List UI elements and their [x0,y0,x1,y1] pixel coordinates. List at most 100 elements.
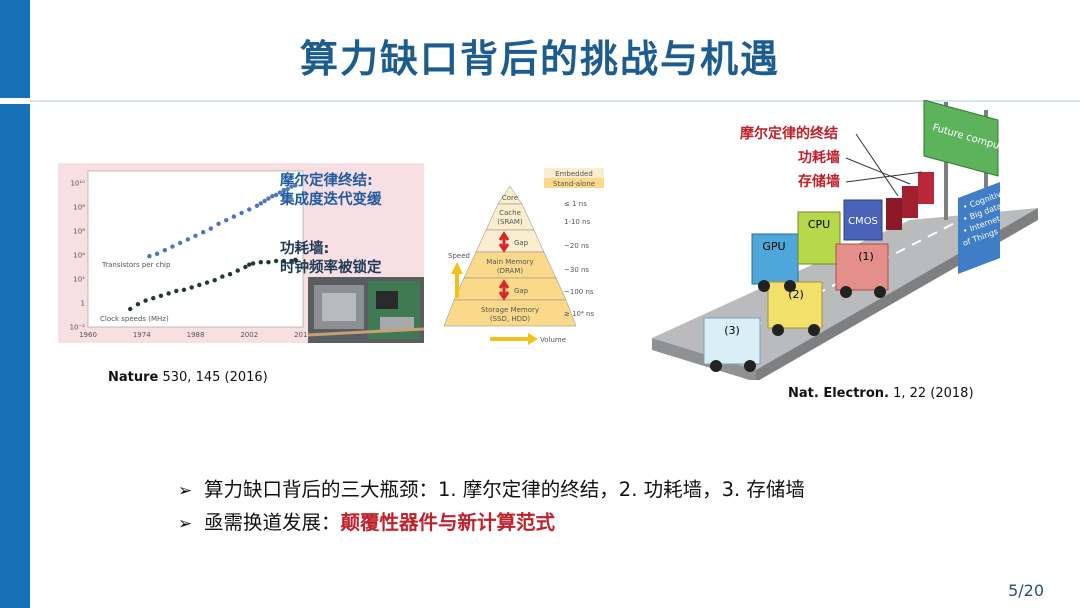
x-tick-label: 2016 [294,331,312,339]
transistor-point [154,251,160,256]
transistor-point [177,240,183,246]
future-computing-sign [923,99,999,177]
bullet-item-2: ➢亟需换道发展：颠覆性器件与新计算范式 [178,507,805,540]
clock-point [247,262,252,267]
left-caption: Nature 530, 145 (2016) [108,370,268,385]
label-power-wall: 功耗墙 [798,149,840,166]
x-tick-label: 1988 [187,331,205,339]
transistor-point [162,248,167,253]
clock-point [289,258,294,264]
right-caption: Nat. Electron. 1, 22 (2018) [788,386,974,401]
transistor-point [185,237,191,242]
y-tick-label: 10¹⁰ [70,180,85,188]
clock-point [204,280,210,285]
car-2 [767,281,823,329]
y-tick-label: 1 [81,300,85,308]
title-divider [30,100,1080,102]
clock-point [273,258,279,264]
level-storage: Storage Memory [481,306,539,314]
sidebar-accent-bottom [0,104,30,608]
plot-area [87,170,304,328]
svg-text:(SRAM): (SRAM) [497,218,523,226]
clock-point [128,306,133,312]
gap-label-1: Gap [514,239,529,247]
svg-text:(DRAM): (DRAM) [497,267,524,275]
transistor-point [262,198,267,204]
transistor-point [281,188,287,193]
slide-title: 算力缺口背后的挑战与机遇 [299,37,780,81]
annotation-moore-end: 摩尔定律终结: 集成度迭代变缓 [280,173,382,208]
svg-text:(1): (1) [858,250,874,263]
x-tick-label: 2002 [240,331,258,339]
volume-label: Volume [540,336,566,344]
legend-standalone [544,178,604,188]
svg-text:GPU: GPU [762,240,785,253]
transistor-point [254,203,260,208]
clock-point [243,264,248,270]
speed-label: Speed [448,252,470,260]
car-gpu [751,233,799,285]
series-label-transistors: Transistors per chip [101,261,171,269]
transistor-point [216,221,221,226]
gap-arrow-icon [498,231,510,253]
svg-text:CPU: CPU [808,218,830,231]
label-memory-wall: 存储墙 [798,173,840,190]
bullet-item-1: ➢算力缺口背后的三大瓶颈：1. 摩尔定律的终结，2. 功耗墙，3. 存储墙 [178,474,805,507]
y-tick-label: 10² [73,276,85,284]
gap-label-2: Gap [514,287,529,295]
clock-point [189,285,194,290]
latency-storage: ≥ 10⁴ ns [564,310,594,318]
barrier-moore [886,198,902,230]
clock-point [227,272,233,277]
y-tick-label: 10⁸ [73,204,85,212]
clock-point [158,293,164,298]
traffic-illustration: Future computing • Cognitive • Big data … [646,99,1042,382]
clock-point [197,282,202,288]
transistor-point [170,244,175,249]
transistor-point [289,184,294,189]
level-core: Core [502,194,518,202]
y-tick-label: 10⁴ [73,252,85,260]
level-main-memory: Main Memory [486,258,533,266]
car-1 [835,243,889,291]
y-tick-label: 10⁻² [70,324,86,332]
y-tick-label: 10⁶ [73,228,85,236]
clock-point [250,261,256,266]
svg-text:CMOS: CMOS [848,216,878,227]
transistor-point [239,210,244,216]
clock-point [143,298,148,303]
x-tick-label: 1960 [79,331,97,339]
gap-arrow-icon [498,279,510,301]
transistor-point [266,196,271,201]
car-3 [703,317,761,365]
bullet-list: ➢算力缺口背后的三大瓶颈：1. 摩尔定律的终结，2. 功耗墙，3. 存储墙 ➢亟… [178,474,805,540]
latency-core: ≤ 1 ns [564,200,587,208]
svg-text:(3): (3) [724,324,740,337]
clock-point [293,257,298,262]
latency-gap2: ~100 ns [564,288,594,296]
transistor-point [231,214,237,219]
car-cpu [797,211,841,265]
clock-point [212,278,217,283]
transistor-point [285,186,290,192]
clock-point [181,287,187,292]
transistor-point [293,183,298,188]
transistor-point [270,194,275,199]
clock-point [281,258,287,264]
transistor-point [147,254,152,259]
barrier-power [902,186,918,218]
transistor-point [200,230,206,235]
clock-point [235,268,240,273]
car-cmos [843,199,883,241]
clock-point [166,291,171,296]
transistor-point [208,226,214,231]
transistor-point [193,233,198,238]
clock-point [135,302,141,307]
level-cache: Cache [499,209,521,217]
clock-point [174,288,179,294]
svg-text:Embedded: Embedded [555,170,593,178]
clock-point [258,260,263,265]
clock-point [151,296,156,301]
series-label-clock: Clock speeds (MHz) [100,315,169,323]
barrier-memory [918,172,934,204]
